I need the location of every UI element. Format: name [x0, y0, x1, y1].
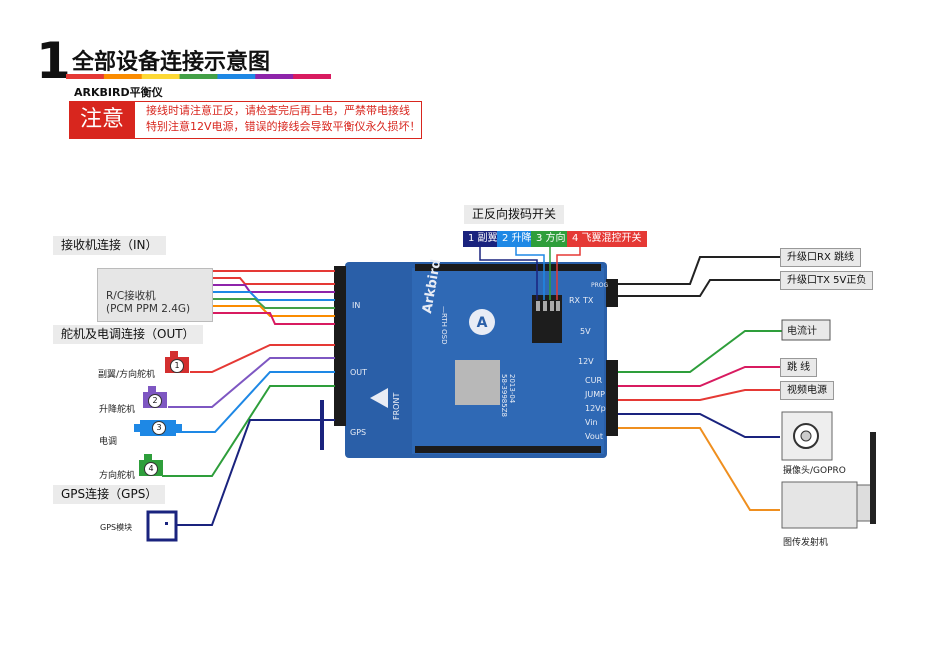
servo-number-4: 4 — [144, 462, 158, 476]
left-pin-header — [334, 266, 346, 426]
label-upgrade-tx: 升级口TX 5V正负 — [780, 271, 874, 290]
dip-item-2: 2 升降 — [497, 231, 537, 247]
pcb-top-pins — [415, 264, 601, 271]
pcb-label-out: OUT — [350, 368, 368, 377]
current-meter-icon — [781, 319, 831, 341]
label-upgrade-rx: 升级口RX 跳线 — [780, 248, 861, 267]
pcb-label-in: IN — [352, 301, 361, 310]
transmitter-icon — [781, 432, 876, 529]
osd-module — [412, 268, 604, 454]
camera-icon — [781, 411, 833, 461]
rainbow-segment — [217, 74, 256, 79]
label-esc: 电调 — [99, 437, 118, 447]
right-wires — [618, 256, 782, 511]
receiver-label-1: R/C接收机 — [106, 290, 156, 302]
notice-line-1: 接线时请注意正反，请检查完后再上电，严禁带电接线 — [146, 104, 410, 117]
right-pin-header-top — [606, 279, 618, 307]
dip-item-1: 1 副翼 — [463, 231, 503, 247]
label-transmitter: 图传发射机 — [783, 538, 829, 548]
ic-chip — [455, 360, 500, 405]
pcb-tx-label: TX — [583, 296, 594, 305]
rainbow-underline — [66, 74, 331, 79]
rainbow-segment — [255, 74, 294, 79]
receiver-box — [97, 268, 213, 322]
servo-number-3: 3 — [152, 421, 166, 435]
pcb-label-gps: GPS — [350, 428, 367, 437]
a-logo-icon — [469, 309, 495, 335]
dip-item-4: 4 飞翼混控开关 — [567, 231, 647, 247]
notice-text: 接线时请注意正反，请检查完后再上电，严禁带电接线 特别注意12V电源，错误的接线… — [146, 103, 421, 135]
label-elevator: 升降舵机 — [99, 405, 136, 415]
servo-number-1: 1 — [170, 359, 184, 373]
label-jumper: 跳 线 — [780, 358, 818, 377]
page-subtitle: ARKBIRD平衡仪 — [74, 86, 163, 99]
front-arrow-icon — [370, 388, 388, 408]
section-servo-esc: 舵机及电调连接（OUT） — [53, 325, 203, 344]
pcb-rx-label: RX — [569, 296, 581, 305]
gps-connector — [320, 400, 324, 450]
pcb-jump-label: JUMP — [585, 390, 605, 399]
receiver-label-2: (PCM PPM 2.4G) — [106, 303, 191, 315]
dip-item-3: 3 方向 — [531, 231, 571, 247]
label-current-meter: 电流计 — [787, 326, 817, 337]
pcb-bottom-pins — [415, 446, 601, 453]
servo-wires — [162, 344, 335, 526]
section-gps: GPS连接（GPS） — [53, 485, 166, 504]
notice-line-2: 特别注意12V电源，错误的接线会导致平衡仪永久损坏！ — [146, 120, 421, 133]
rainbow-segment — [179, 74, 218, 79]
label-aileron-rudder: 副翼/方向舵机 — [98, 370, 156, 380]
pcb-vout-label: Vout — [585, 432, 603, 441]
page-title: 全部设备连接示意图 — [72, 50, 271, 75]
svg-text:A: A — [477, 315, 488, 331]
pcb-prog-label: PROG — [591, 282, 609, 289]
pcb-12vp-label: 12Vp — [585, 404, 606, 413]
pcb-vin-label: Vin — [585, 418, 598, 427]
notice-tag: 注意 — [69, 101, 135, 139]
pcb-12v-label: 12V — [578, 357, 594, 366]
section-receiver: 接收机连接（IN） — [53, 236, 166, 255]
rainbow-segment — [66, 74, 105, 79]
label-rudder: 方向舵机 — [99, 471, 136, 481]
label-camera: 摄像头/GOPRO — [783, 466, 846, 476]
servo-number-2: 2 — [148, 394, 162, 408]
pcb-cur-label: CUR — [585, 376, 602, 385]
receiver-wires — [212, 270, 335, 325]
rainbow-segment — [103, 74, 143, 79]
section-number: 1 — [36, 32, 71, 90]
gps-module-icon — [146, 510, 178, 542]
rainbow-segment — [141, 74, 181, 79]
rainbow-segment — [293, 74, 331, 79]
dip-title: 正反向拨码开关 — [464, 205, 565, 224]
pcb-5v-label: 5V — [580, 327, 591, 336]
right-pin-header-bottom — [606, 360, 618, 436]
label-video-power: 视频电源 — [780, 381, 834, 400]
label-gps-module: GPS模块 — [100, 523, 133, 532]
